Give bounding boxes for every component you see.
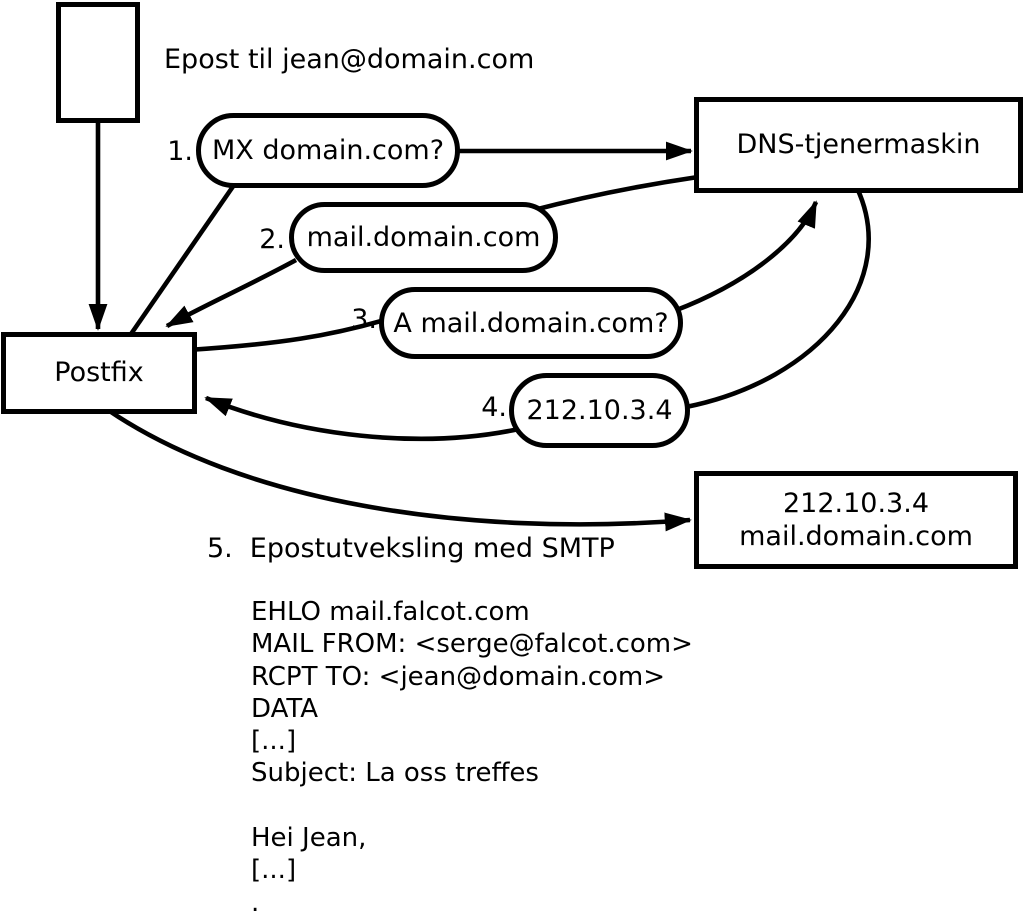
step-number-5: 5. xyxy=(207,533,233,564)
dns-server-label: DNS-tjenermaskin xyxy=(736,129,981,160)
arrow-a-reply-to-postfix xyxy=(204,395,520,442)
smtp-transcript: EHLO mail.falcot.com MAIL FROM: <serge@f… xyxy=(251,597,693,918)
diagram-title: Epost til jean@domain.com xyxy=(164,44,535,75)
step-number-1: 1. xyxy=(167,136,193,167)
line-dns-to-a-reply xyxy=(685,187,871,410)
arrow-a-query-to-dns xyxy=(673,200,819,314)
email-envelope-box xyxy=(56,2,140,123)
pill-a-query-label: A mail.domain.com? xyxy=(393,307,669,339)
step-smtp-label: Epostutveksling med SMTP xyxy=(249,533,615,564)
dns-server-box: DNS-tjenermaskin xyxy=(694,97,1023,193)
pill-mx-reply: mail.domain.com xyxy=(289,202,558,273)
mail-server-hostname: mail.domain.com xyxy=(739,521,973,552)
pill-a-query: A mail.domain.com? xyxy=(379,287,683,359)
pill-a-reply-label: 212.10.3.4 xyxy=(526,395,673,426)
mail-server-ip: 212.10.3.4 xyxy=(783,488,929,519)
step-number-2: 2. xyxy=(259,224,285,255)
line-dns-to-mx-reply xyxy=(529,174,699,214)
mail-server-box: 212.10.3.4 mail.domain.com xyxy=(694,471,1018,569)
pill-a-reply: 212.10.3.4 xyxy=(509,373,690,448)
step-smtp-caption: 5. Epostutveksling med SMTP xyxy=(207,533,615,565)
mail-server-label: 212.10.3.4 mail.domain.com xyxy=(739,487,973,553)
pill-mx-query-label: MX domain.com? xyxy=(211,135,445,166)
arrow-postfix-to-mailserver xyxy=(106,408,692,532)
postfix-box: Postfix xyxy=(1,332,197,414)
pill-mx-query: MX domain.com? xyxy=(196,113,460,188)
pill-mx-reply-label: mail.domain.com xyxy=(306,222,541,253)
step-number-4: 4. xyxy=(481,392,507,423)
line-postfix-to-a-query xyxy=(187,316,389,353)
postfix-label: Postfix xyxy=(54,357,144,388)
arrow-mx-reply-to-postfix xyxy=(165,257,298,329)
line-postfix-to-mx-query xyxy=(129,183,236,336)
step-number-3: 3. xyxy=(351,304,377,335)
